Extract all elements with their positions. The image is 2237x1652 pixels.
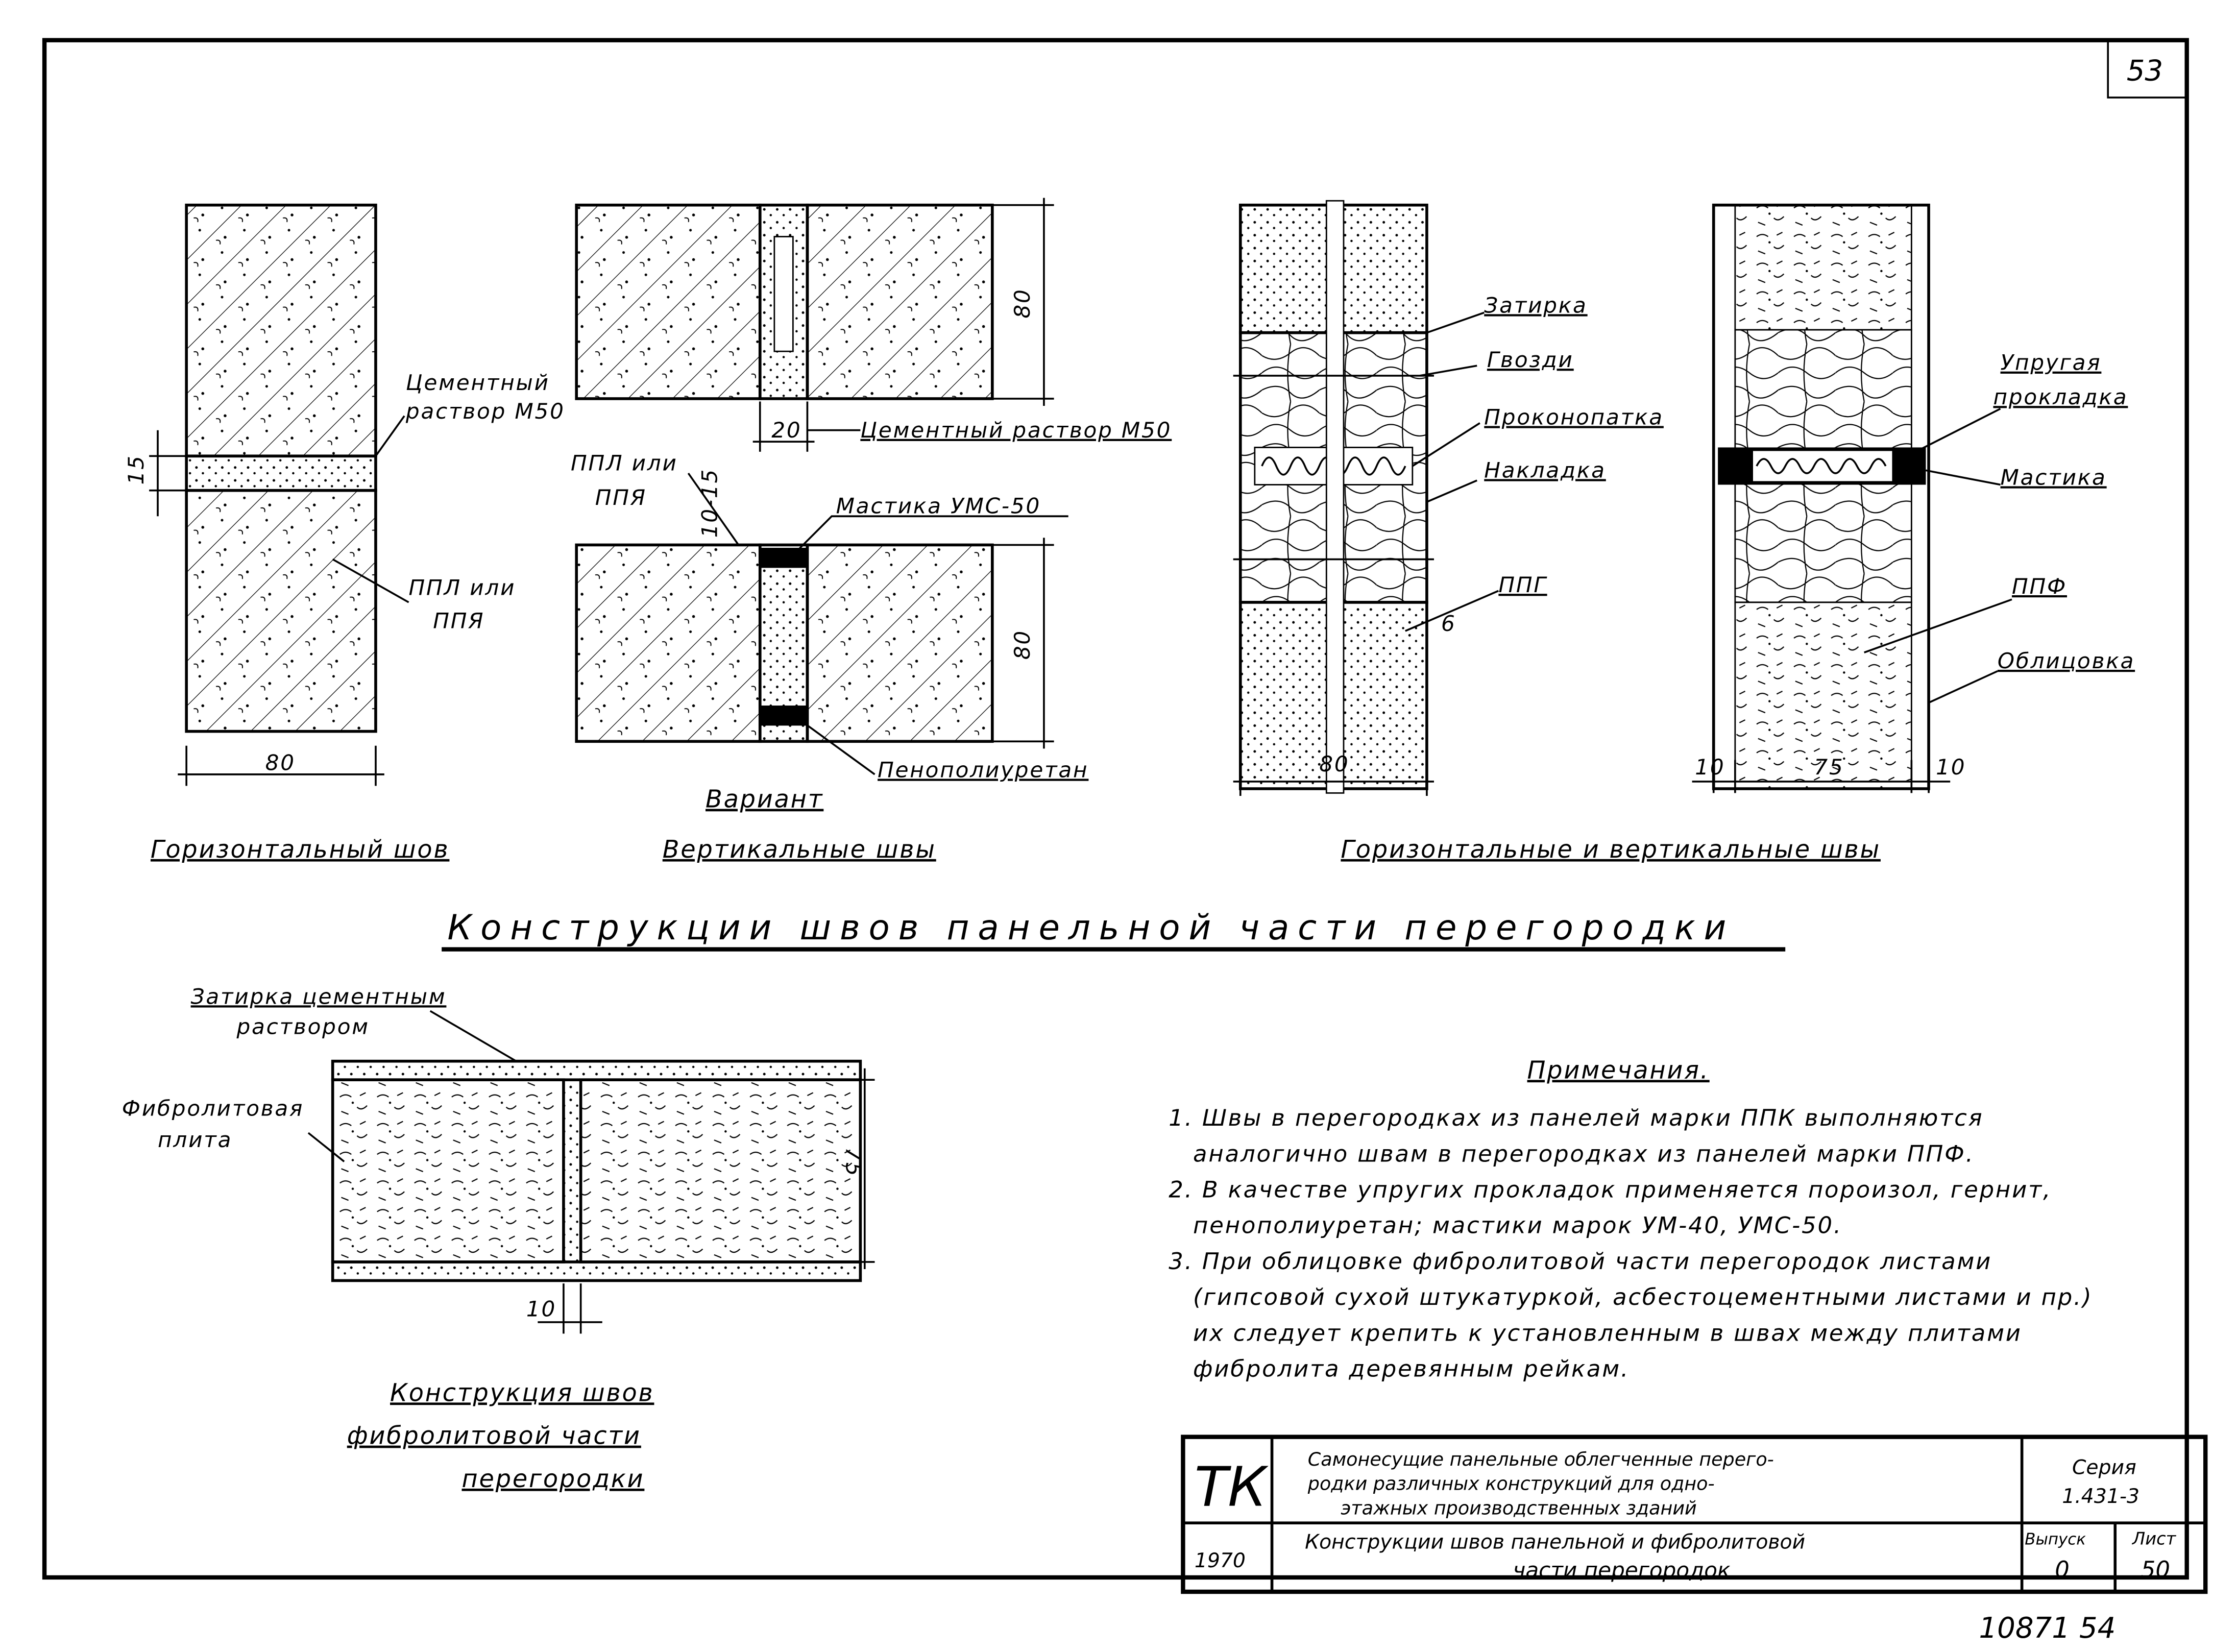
title-block: ТК Самонесущие панельные облегченные пер…: [1181, 1435, 2208, 1594]
year: 1970: [1195, 1549, 1246, 1572]
detail-ppf-seam: 10 75 10 Упругая прокладка Мастика ППФ О…: [1692, 203, 2135, 793]
detail5-title-line1: Конструкция швов: [390, 1379, 654, 1407]
label-panel-alt: ППЯ: [595, 485, 647, 510]
sheet-value: 50: [2141, 1556, 2170, 1583]
dim-top-height: 80: [1010, 288, 1035, 318]
notes: Примечания. 1. Швы в перегородках из пан…: [1169, 1056, 2093, 1382]
label-mastic: Мастика УМС-50: [836, 494, 1041, 519]
dim-width: 80: [265, 750, 296, 775]
label-ppg: ППГ: [1498, 572, 1547, 597]
tk-logo: ТК: [1195, 1455, 1269, 1519]
mortar-seam: [185, 454, 377, 492]
label-slab: плита: [158, 1127, 232, 1152]
label-panel: ППЛ или: [571, 450, 678, 475]
archive-stamp: 10871 54: [1979, 1612, 2116, 1645]
note-line: их следует крепить к установленным в шва…: [1193, 1319, 2022, 1346]
series-value: 1.431-3: [2062, 1485, 2139, 1508]
note-line: 2. В качестве упругих прокладок применяе…: [1169, 1176, 2052, 1203]
title-line: родки различных конструкций для одно-: [1307, 1473, 1715, 1495]
main-title: Конструкции швов панельной части перегор…: [447, 907, 1735, 948]
sheet-number: 53: [2127, 54, 2163, 87]
dim-gap: 10: [526, 1297, 556, 1322]
sheet-number-box: [2107, 39, 2188, 99]
label-panel: ППЛ или: [409, 575, 516, 600]
label-cement: Цементный: [406, 370, 550, 395]
label-elastic: Упругая: [2001, 350, 2102, 375]
sheet-title-line: Конструкции швов панельной и фибролитово…: [1305, 1531, 1805, 1554]
note-line: 1. Швы в перегородках из панелей марки П…: [1169, 1104, 1983, 1131]
dim-seam: 15: [124, 454, 149, 484]
title-line: Самонесущие панельные облегченные перего…: [1308, 1448, 1774, 1470]
label-mortar-top: Цементный раствор М50: [860, 418, 1172, 443]
dim-bottom-height: 80: [1010, 629, 1035, 660]
dim-gap: 10-15: [697, 468, 722, 538]
caption-vertical-seams: Вертикальные швы: [663, 836, 936, 864]
label-mortar: раствор М50: [405, 399, 565, 424]
detail-horizontal-seam: 15 80 Цементный раствор М50 ППЛ или ППЯ …: [124, 203, 565, 864]
label-caulking: Проконопатка: [1484, 404, 1664, 429]
note-line: фибролита деревянным рейкам.: [1193, 1355, 1630, 1382]
note-line: (гипсовой сухой штукатуркой, асбестоцеме…: [1193, 1283, 2093, 1310]
detail-ppg-seam: 80 6 Затирка Гвозди Проконопатка Накладк…: [1233, 200, 1664, 796]
note-line: пенополиуретан; мастики марок УМ-40, УМС…: [1193, 1212, 1842, 1239]
note-line: 3. При облицовке фибролитовой части пере…: [1169, 1248, 1992, 1275]
dim-middle: 75: [1814, 755, 1844, 780]
caption-horizontal-seam: Горизонтальный шов: [151, 836, 449, 864]
label-overlay: Накладка: [1484, 457, 1606, 482]
sheet-title-line: части перегородок: [1513, 1558, 1731, 1583]
dim-joint: 20: [771, 418, 801, 443]
issue-value: 0: [2055, 1556, 2070, 1583]
label-plaster: Затирка: [1484, 293, 1587, 318]
caption-horizontal-vertical-seams: Горизонтальные и вертикальные швы: [1341, 836, 1881, 864]
dim-thickness: 6: [1441, 611, 1456, 636]
label-foam: Пенополиуретан: [878, 757, 1088, 782]
label-variant: Вариант: [706, 785, 823, 813]
panel-upper: [185, 203, 377, 458]
dim-width: 80: [1319, 751, 1349, 776]
detail-fibrolite-seam: 75 10 Затирка цементным раствором Фиброл…: [122, 984, 875, 1493]
label-nails: Гвозди: [1487, 347, 1574, 372]
label-plaster-mortar: Затирка цементным: [191, 984, 447, 1009]
label-gasket: прокладка: [1993, 384, 2128, 409]
dim-left: 10: [1695, 755, 1725, 780]
sheet-label: Лист: [2132, 1528, 2177, 1548]
label-mortar: раствором: [236, 1014, 369, 1039]
label-fibrolite: Фибролитовая: [122, 1096, 304, 1121]
label-panel-alt: ППЯ: [433, 608, 484, 633]
dim-height: 75: [841, 1147, 866, 1177]
sheet-frame: [42, 38, 2189, 1580]
dim-right: 10: [1936, 755, 1966, 780]
detail5-title-line3: перегородки: [461, 1465, 644, 1493]
detail5-title-line2: фибролитовой части: [347, 1422, 641, 1450]
issue-label: Выпуск: [2025, 1530, 2086, 1548]
panel-lower: [185, 489, 377, 733]
detail-vertical-seams: 80 20 Цементный раствор М50 ППЛ или ППЯ …: [571, 198, 1172, 864]
label-cladding: Облицовка: [1998, 648, 2135, 673]
series-label: Серия: [2072, 1456, 2136, 1479]
notes-title: Примечания.: [1527, 1056, 1710, 1084]
label-ppf: ППФ: [2012, 574, 2067, 599]
note-line: аналогично швам в перегородках из панеле…: [1193, 1140, 1975, 1167]
title-line: этажных производственных зданий: [1341, 1497, 1696, 1519]
label-mastic: Мастика: [2001, 465, 2107, 490]
